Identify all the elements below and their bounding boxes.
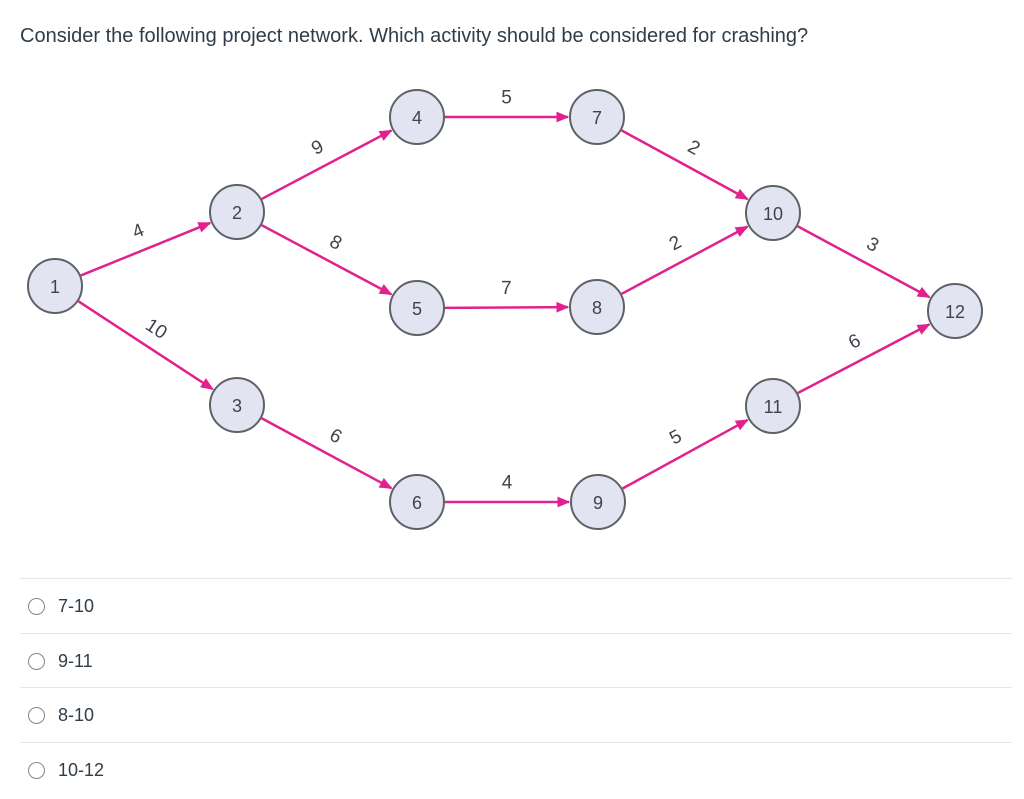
node-number-12: 12: [945, 302, 965, 322]
node-number-7: 7: [592, 108, 602, 128]
answer-option-1[interactable]: 9-11: [20, 633, 1012, 688]
edge-weight-1-2: 4: [130, 220, 148, 244]
question-text: Consider the following project network. …: [20, 25, 809, 47]
edge-arrow-1-3: [77, 300, 214, 391]
edge-weight-7-10: 2: [684, 136, 703, 160]
node-number-9: 9: [593, 493, 603, 513]
radio-button-icon[interactable]: [28, 652, 45, 670]
edge-arrow-10-12: [797, 225, 931, 299]
edge-arrow-2-5: [261, 224, 393, 296]
answer-option-0[interactable]: 7-10: [20, 578, 1012, 633]
edge-weight-2-5: 8: [326, 231, 345, 255]
edge-weight-11-12: 6: [845, 330, 864, 354]
edge-weight-3-6: 6: [326, 425, 345, 449]
edge-arrow-1-2: [80, 221, 212, 277]
radio-button-icon[interactable]: [28, 597, 45, 615]
node-number-8: 8: [592, 298, 602, 318]
network-node-9: 9: [570, 474, 626, 530]
edge-weight-8-10: 2: [666, 232, 685, 256]
node-number-4: 4: [412, 108, 422, 128]
answer-option-3[interactable]: 10-12: [20, 742, 1012, 797]
node-number-2: 2: [232, 203, 242, 223]
node-number-6: 6: [412, 493, 422, 513]
network-node-8: 8: [569, 279, 625, 335]
network-node-5: 5: [389, 280, 445, 336]
answer-option-2[interactable]: 8-10: [20, 687, 1012, 742]
node-number-11: 11: [764, 397, 783, 417]
network-node-1: 1: [27, 258, 83, 314]
node-number-3: 3: [232, 396, 242, 416]
edge-weight-2-4: 9: [308, 136, 327, 160]
edge-arrow-7-10: [620, 129, 749, 201]
network-node-2: 2: [209, 184, 265, 240]
edge-weight-9-11: 5: [666, 426, 685, 449]
edge-weight-10-12: 3: [863, 233, 882, 257]
option-label: 8-10: [58, 704, 95, 725]
edge-weight-6-9: 4: [502, 473, 513, 494]
edge-arrow-8-10: [621, 225, 749, 295]
network-node-12: 12: [927, 283, 983, 339]
network-node-10: 10: [745, 185, 801, 241]
radio-button-icon[interactable]: [28, 706, 45, 724]
edge-arrow-11-12: [797, 323, 931, 395]
edge-arrow-2-4: [261, 129, 393, 201]
option-label: 7-10: [58, 595, 95, 616]
radio-button-icon[interactable]: [28, 761, 45, 779]
option-label: 9-11: [58, 650, 93, 671]
edge-arrow-3-6: [261, 417, 393, 490]
node-number-10: 10: [763, 204, 783, 224]
network-node-11: 11: [745, 378, 801, 434]
edge-weight-4-7: 5: [501, 88, 512, 109]
network-node-6: 6: [389, 474, 445, 530]
network-node-7: 7: [569, 89, 625, 145]
node-number-1: 1: [50, 277, 60, 297]
edge-arrow-5-8: [444, 301, 570, 313]
node-number-5: 5: [412, 299, 422, 319]
edge-weight-1-3: 10: [141, 315, 170, 344]
network-node-3: 3: [209, 377, 265, 433]
network-node-4: 4: [389, 89, 445, 145]
option-label: 10-12: [58, 759, 105, 780]
edge-arrow-9-11: [621, 418, 749, 490]
edge-weight-5-8: 7: [501, 278, 512, 299]
